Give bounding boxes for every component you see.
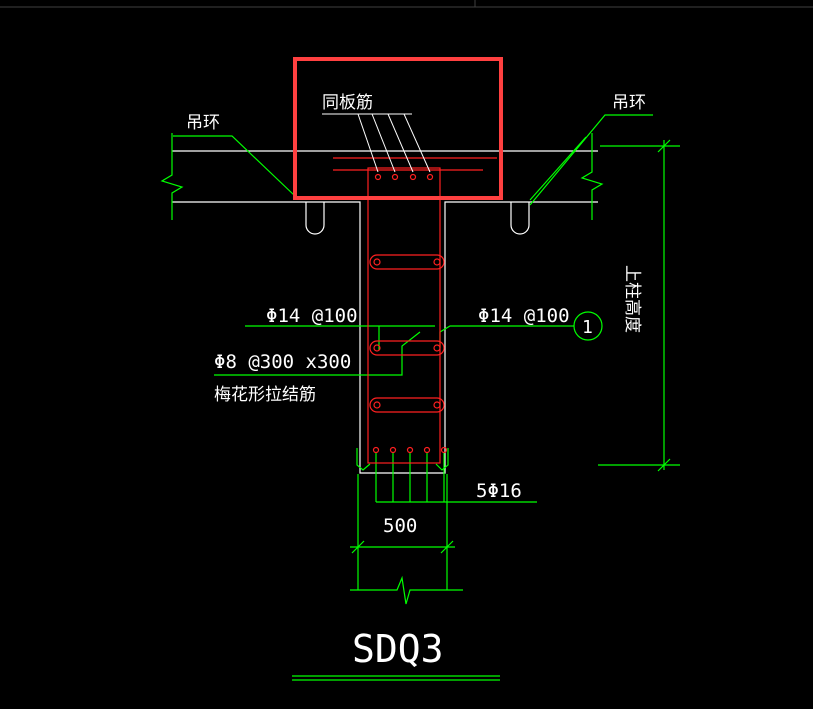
- label-tongbanjin: 同板筋: [322, 93, 373, 113]
- label-height-dim: 上柱高度: [622, 265, 642, 333]
- label-lifting-ring-left: 吊环: [186, 113, 220, 133]
- label-rebar-right: Φ14 @100: [478, 305, 570, 327]
- slab-outline: [172, 150, 598, 474]
- label-tie-spec: Φ8 @300 x300: [214, 351, 351, 373]
- label-rebar-left: Φ14 @100: [266, 305, 358, 327]
- highlight-box: [293, 57, 503, 200]
- dimension-lines: [160, 114, 680, 681]
- label-tie-desc: 梅花形拉结筋: [214, 385, 316, 405]
- label-width-dim: 500: [383, 515, 417, 537]
- label-bottom-bars: 5Φ16: [476, 480, 522, 502]
- tongbanjin-leaders: [322, 113, 431, 173]
- rebar-cage: [333, 157, 497, 464]
- callout-number: 1: [582, 317, 593, 338]
- drawing-title: SDQ3: [352, 627, 444, 671]
- label-lifting-ring-right: 吊环: [612, 93, 646, 113]
